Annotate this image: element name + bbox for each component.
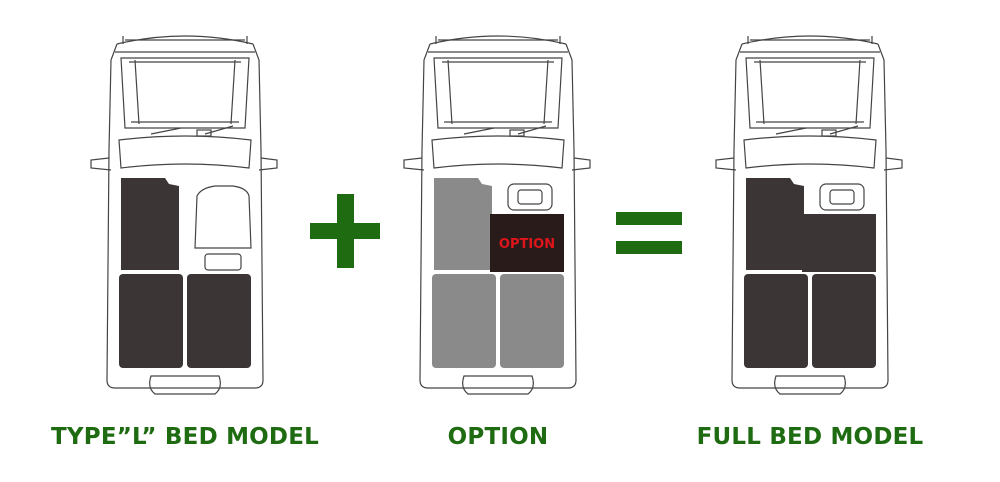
equals-icon bbox=[616, 212, 682, 254]
caption-full-bed: FULL BED MODEL bbox=[696, 424, 924, 450]
bed-front-left-grey bbox=[434, 178, 492, 270]
type-l-panel: TYPE”L” BED MODEL bbox=[51, 0, 319, 482]
bed-front-right-full bbox=[802, 214, 876, 272]
bed-front-left bbox=[121, 178, 179, 270]
bed-rear-left-full bbox=[744, 274, 808, 368]
full-bed-panel: FULL BED MODEL bbox=[680, 0, 940, 482]
option-overlay-label: OPTION bbox=[499, 237, 555, 252]
caption-option: OPTION bbox=[447, 424, 549, 450]
caption-type-l: TYPE”L” BED MODEL bbox=[51, 424, 319, 450]
car-top-view-option: OPTION bbox=[403, 35, 591, 395]
option-bed-panel bbox=[490, 214, 564, 272]
bed-front-left-full bbox=[746, 178, 804, 270]
plus-icon bbox=[310, 194, 380, 268]
bed-rear-right-full bbox=[812, 274, 876, 368]
option-panel: OPTION OPTION bbox=[368, 0, 628, 482]
bed-rear-right-grey bbox=[500, 274, 564, 368]
bed-rear-left bbox=[119, 274, 183, 368]
car-top-view-full bbox=[715, 35, 903, 395]
bed-rear-right bbox=[187, 274, 251, 368]
car-top-view-type-l bbox=[90, 35, 278, 395]
bed-rear-left-grey bbox=[432, 274, 496, 368]
